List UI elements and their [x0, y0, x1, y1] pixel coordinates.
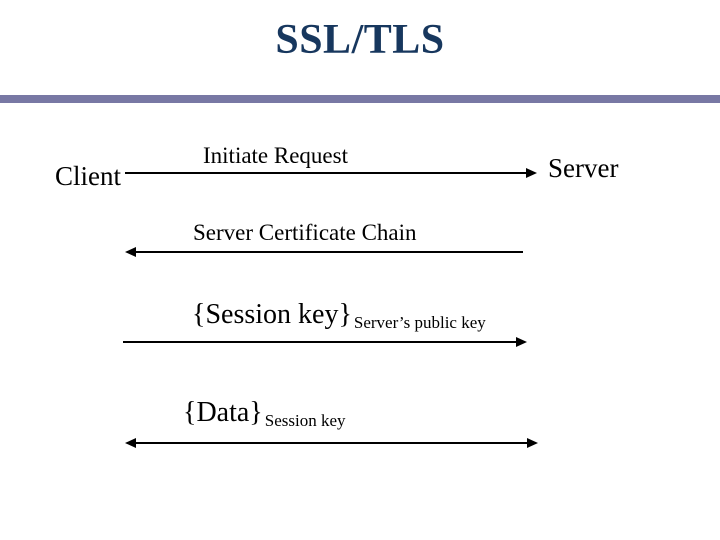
client-actor-label: Client	[55, 161, 121, 191]
message-1-arrow-right-icon	[125, 168, 537, 178]
message-3-label: {Session key}Server’s public key	[192, 299, 486, 333]
message-4-text: {Data}	[183, 397, 263, 428]
slide-title: SSL/TLS	[275, 17, 445, 63]
message-3-subscript: Server’s public key	[353, 313, 486, 332]
server-actor-label: Server	[548, 153, 619, 183]
message-3-arrow-right-icon	[123, 337, 527, 347]
message-1-text: Initiate Request	[203, 143, 348, 168]
message-3-text: {Session key}	[192, 299, 352, 330]
message-1-label: Initiate Request	[203, 143, 350, 169]
message-2-label: Server Certificate Chain	[193, 220, 419, 246]
title-divider-rule	[0, 95, 720, 103]
message-4-subscript: Session key	[264, 411, 346, 430]
message-4-label: {Data}Session key	[183, 397, 345, 431]
message-2-text: Server Certificate Chain	[193, 220, 417, 245]
message-2-arrow-left-icon	[125, 247, 523, 257]
message-4-arrow-both-icon	[125, 438, 538, 448]
